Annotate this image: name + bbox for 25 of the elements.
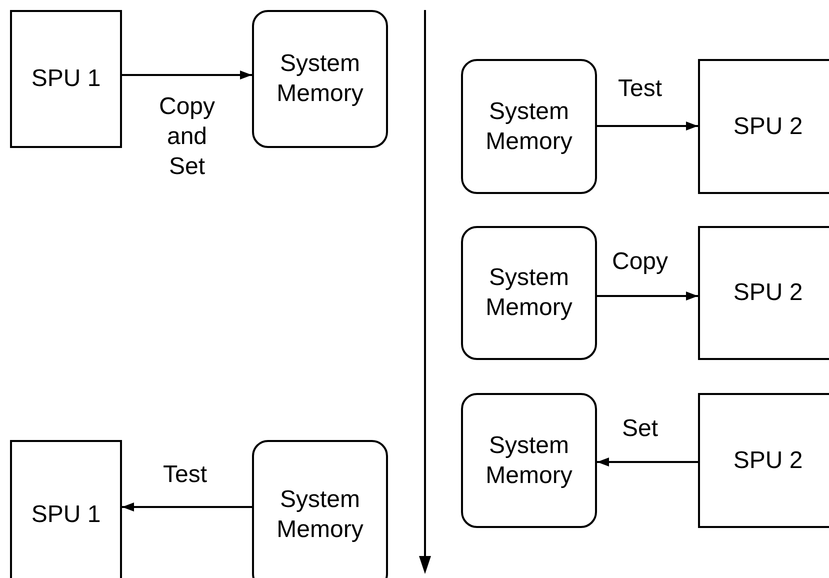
node-label: System Memory xyxy=(484,430,574,490)
node-label: SPU 1 xyxy=(31,64,101,94)
arrow xyxy=(597,458,698,466)
memory-box xyxy=(461,226,597,360)
processor-box xyxy=(10,440,122,578)
processor-box xyxy=(10,10,122,148)
arrow xyxy=(597,292,698,300)
memory-box xyxy=(461,393,597,528)
processor-box xyxy=(698,59,829,194)
node-label: SPU 2 xyxy=(733,446,803,476)
node-label: System Memory xyxy=(484,96,574,156)
arrow xyxy=(597,122,698,130)
memory-box xyxy=(252,10,388,148)
node-label: SPU 1 xyxy=(31,500,101,530)
processor-box xyxy=(698,226,829,360)
node-label: System Memory xyxy=(276,49,364,109)
node-label: SPU 2 xyxy=(733,278,803,308)
node-label: System Memory xyxy=(276,485,364,545)
processor-box xyxy=(698,393,829,528)
arrow xyxy=(122,502,252,512)
memory-box xyxy=(461,59,597,194)
node-label: System Memory xyxy=(484,263,574,323)
node-label: SPU 2 xyxy=(733,112,803,142)
memory-box xyxy=(252,440,388,578)
arrow xyxy=(122,70,252,80)
